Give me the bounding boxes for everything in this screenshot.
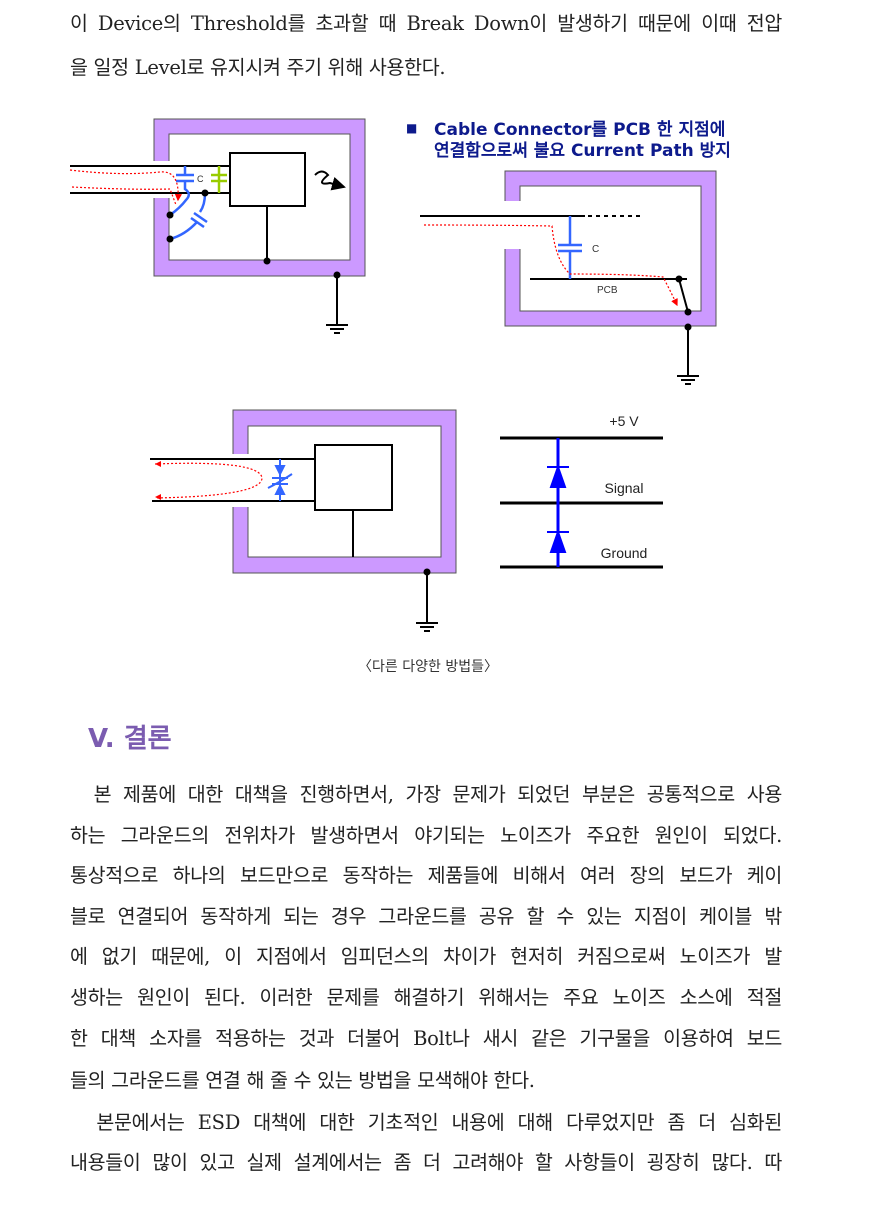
note-line-1: Cable Connector를 PCB 한 지점에 [434,120,726,140]
current-path [154,462,263,499]
rail-label-5v: +5 V [609,413,639,429]
ground-icon [326,324,348,334]
body-line: 에 없기 때문에, 이 지점에서 임피던스의 차이가 현저히 커짐으로써 노이즈… [70,945,782,968]
current-path [423,224,678,307]
ground-icon [677,375,699,385]
body-line: 하는 그라운드의 전위차가 발생하면서 야기되는 노이즈가 주요한 원인이 되었… [70,824,782,847]
body-line: 내용들이 많이 있고 실제 설계에서는 좀 더 고려해야 할 사항들이 굉장히 … [70,1151,782,1174]
body-line: 본문에서는 ESD 대책에 대한 기초적인 내용에 대해 다루었지만 좀 더 심… [70,1111,782,1134]
diagram-pcb-single-point: C PCB [420,170,717,385]
varistor-icon [267,459,293,501]
bullet-icon: ■ [406,121,418,135]
device-box [229,152,306,207]
intro-line-2: 을 일정 Level로 유지시켜 주기 위해 사용한다. [70,56,446,79]
intro-line-1: 이 Device의 Threshold를 초과할 때 Break Down이 발… [70,12,782,35]
radiation-arrow-icon [314,170,346,191]
body-line: 본 제품에 대한 대책을 진행하면서, 가장 문제가 되었던 부분은 공통적으로… [70,783,783,806]
ground-icon [416,622,438,632]
diagram-varistor [150,409,457,632]
body-line: 블로 연결되어 동작하게 되는 경우 그라운드를 공유 할 수 있는 지점이 케… [70,905,782,928]
cap-label: C [592,244,599,255]
device-box [314,444,393,511]
esd-diagrams-figure: C C PCB [69,118,717,632]
cap-label: C [197,174,204,184]
figure-caption: 〈다른 다양한 방법들〉 [358,659,498,675]
capacitor-icon [169,166,208,241]
body-line: 통상적으로 하나의 보드만으로 동작하는 제품들에 비해서 여러 장의 보드가 … [70,864,782,887]
diagram-cable-capacitor: C [69,118,366,334]
current-path [69,169,182,202]
body-line: 한 대책 소자를 적용하는 것과 더불어 Bolt나 새시 같은 기구물을 이용… [70,1027,782,1050]
body-line: 생하는 원인이 된다. 이러한 문제를 해결하기 위해서는 주요 노이즈 소스에… [70,986,782,1009]
diode-icon [547,528,569,553]
diode-icon [547,463,569,488]
diagram-tvs-diodes: +5 V Signal Ground [500,413,663,569]
body-line: 들의 그라운드를 연결 해 줄 수 있는 방법을 모색해야 한다. [70,1069,535,1092]
rail-label-ground: Ground [601,545,648,561]
diagram-note: ■ Cable Connector를 PCB 한 지점에 연결함으로써 불요 Cu… [406,118,731,162]
capacitor-icon [558,216,582,279]
note-line-2: 연결함으로써 불요 Current Path 방지 [434,141,731,161]
pcb-label: PCB [597,285,618,296]
rail-label-signal: Signal [605,480,644,496]
section-heading: V. 결론 [88,724,172,754]
